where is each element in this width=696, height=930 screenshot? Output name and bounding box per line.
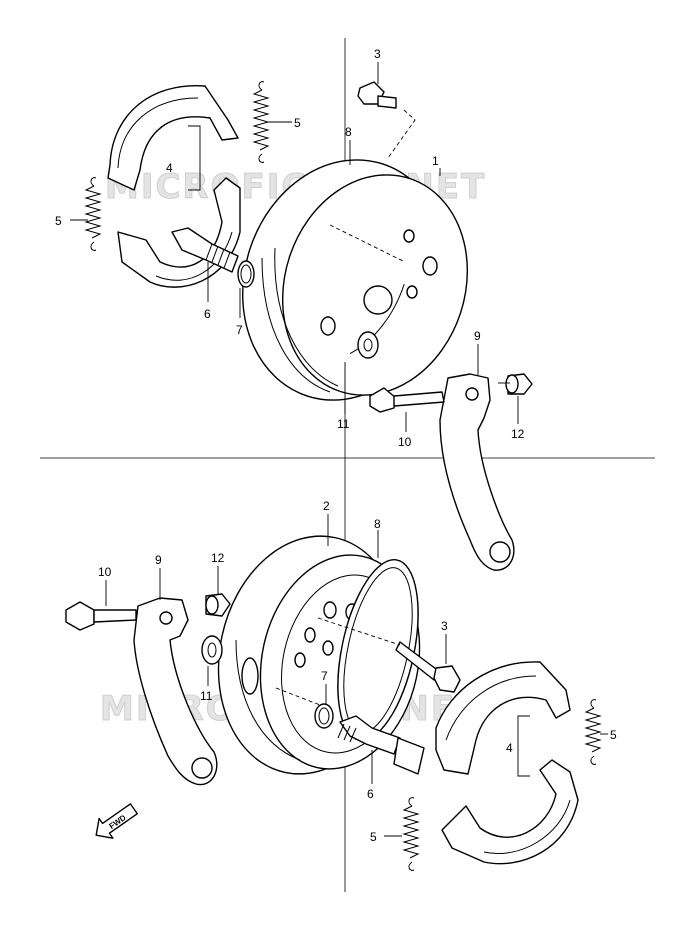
callout-5-top-left: 5 xyxy=(55,214,62,228)
bottom-callout-labels: 2 3 4 5 5 6 7 8 9 10 11 12 xyxy=(98,499,617,844)
callout-1-top: 1 xyxy=(432,154,439,168)
callout-9-bottom: 9 xyxy=(155,553,162,567)
callout-9-top: 9 xyxy=(474,329,481,343)
callout-4-bottom: 4 xyxy=(506,741,513,755)
callout-3-top: 3 xyxy=(374,47,381,61)
camshaft-6 xyxy=(171,227,239,273)
seal-ring-8 xyxy=(248,156,412,364)
callout-7-top: 7 xyxy=(236,323,243,337)
brake-shoe-upper-4-bottom xyxy=(435,661,571,775)
callout-7-bottom: 7 xyxy=(321,669,328,683)
callout-11-top: 11 xyxy=(337,417,350,431)
bolt-3 xyxy=(357,81,397,109)
callout-6-top: 6 xyxy=(204,307,211,321)
washer-11-bottom xyxy=(201,635,223,665)
fwd-arrow: FWD xyxy=(95,803,138,839)
callout-5-bottom-right: 5 xyxy=(610,728,617,742)
bottom-assembly: 2 3 4 5 5 6 7 8 9 10 11 12 xyxy=(65,499,617,871)
brake-shoe-lower-4-bottom xyxy=(441,759,579,865)
callout-11-bottom: 11 xyxy=(200,689,213,703)
camshaft-6-bottom xyxy=(337,715,425,775)
top-leaders xyxy=(70,62,519,432)
callout-5-top-right: 5 xyxy=(294,116,301,130)
callout-4-top: 4 xyxy=(166,161,173,175)
spring-top-5 xyxy=(252,81,270,163)
washer-11 xyxy=(357,331,379,359)
bolt-10 xyxy=(369,387,445,413)
callout-12-bottom: 12 xyxy=(211,551,225,565)
callout-8-top: 8 xyxy=(345,125,352,139)
top-assembly: 1 3 4 5 5 6 7 8 9 10 11 12 xyxy=(55,47,533,571)
callout-8-bottom: 8 xyxy=(374,517,381,531)
spring-right-5 xyxy=(584,699,602,765)
spring-left-5 xyxy=(84,177,102,251)
bolt-10-bottom xyxy=(65,601,137,631)
brake-arm-9 xyxy=(439,373,515,571)
callout-3-bottom: 3 xyxy=(441,619,448,633)
brake-arm-9-bottom xyxy=(133,597,218,786)
callout-10-bottom: 10 xyxy=(98,565,112,579)
nut-12 xyxy=(505,373,533,395)
callout-10-top: 10 xyxy=(398,435,412,449)
bolt-3-leader xyxy=(387,109,416,159)
callout-5-bottom-left: 5 xyxy=(370,830,377,844)
callout-6-bottom: 6 xyxy=(367,787,374,801)
callout-12-top: 12 xyxy=(511,427,525,441)
o-ring-7-bottom xyxy=(314,703,334,729)
spring-bottom-5 xyxy=(402,797,420,871)
callout-2-bottom: 2 xyxy=(323,499,330,513)
bolt-3-bottom xyxy=(395,641,461,693)
brake-shoe-upper-4 xyxy=(107,85,239,191)
top-callout-labels: 1 3 4 5 5 6 7 8 9 10 11 12 xyxy=(55,47,525,449)
bottom-leaders xyxy=(105,514,608,837)
brake-drum-1 xyxy=(241,159,469,401)
nut-12-bottom xyxy=(205,593,231,617)
